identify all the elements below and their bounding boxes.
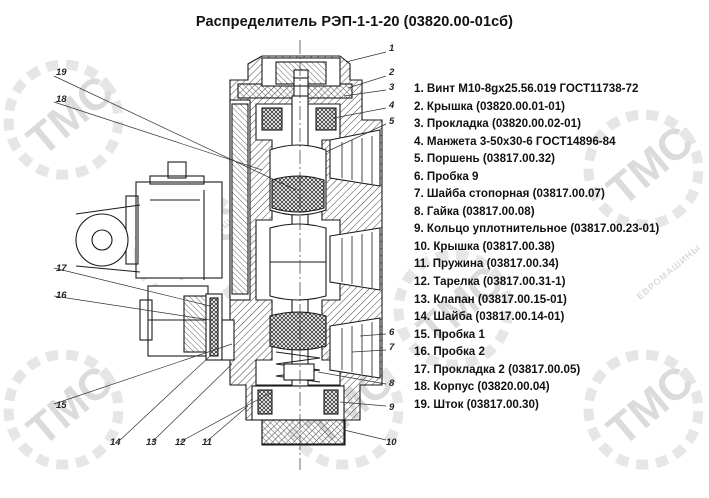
part-item-16: 16. Пробка 2 [414, 345, 485, 359]
callout-14: 14 [110, 437, 121, 448]
part-item-19: 19. Шток (03817.00.30) [414, 397, 539, 411]
callout-4: 4 [388, 100, 395, 111]
callout-16: 16 [56, 290, 67, 301]
part-item-4: 4. Манжета 3-50х30-6 ГОСТ14896-84 [414, 134, 616, 148]
part-item-6: 6. Пробка 9 [414, 169, 479, 183]
part-item-8: 8. Гайка (03817.00.08) [414, 204, 535, 218]
callout-17: 17 [56, 263, 67, 274]
valve-section [205, 55, 383, 446]
callout-18: 18 [56, 94, 67, 105]
callout-5: 5 [389, 116, 395, 127]
part-item-2: 2. Крышка (03820.00.01-01) [414, 99, 566, 113]
leader-lines [53, 51, 387, 443]
part-item-11: 11. Пружина (03817.00.34) [414, 257, 559, 271]
part-item-14: 14. Шайба (03817.00.14-01) [414, 310, 565, 324]
callout-9: 9 [389, 402, 395, 413]
part-item-5: 5. Поршень (03817.00.32) [414, 152, 556, 166]
part-item-9: 9. Кольцо уплотнительное (03817.00.23-01… [414, 222, 660, 236]
callout-8: 8 [389, 378, 395, 389]
callout-12: 12 [175, 437, 186, 448]
callout-7: 7 [389, 342, 395, 353]
callout-6: 6 [389, 327, 395, 338]
callout-2: 2 [388, 67, 395, 78]
page-title: Распределитель РЭП-1-1-20 (03820.00-01сб… [195, 14, 514, 30]
parts-list: 1. Винт М10-8gx25.56.019 ГОСТ11738-72 2.… [414, 80, 659, 413]
callout-13: 13 [146, 437, 157, 448]
part-item-17: 17. Прокладка 2 (03817.00.05) [414, 362, 581, 376]
side-view [75, 161, 223, 357]
callout-1: 1 [389, 43, 394, 54]
part-item-10: 10. Крышка (03817.00.38) [414, 239, 555, 253]
part-item-1: 1. Винт М10-8gx25.56.019 ГОСТ11738-72 [414, 82, 639, 95]
part-item-3: 3. Прокладка (03820.00.02-01) [414, 117, 581, 131]
part-item-7: 7. Шайба стопорная (03817.00.07) [414, 187, 605, 201]
callout-11: 11 [202, 437, 212, 448]
callout-15: 15 [56, 400, 67, 411]
part-item-18: 18. Корпус (03820.00.04) [414, 380, 550, 394]
part-item-13: 13. Клапан (03817.00.15-01) [414, 292, 567, 306]
part-item-15: 15. Пробка 1 [414, 327, 485, 341]
part-item-12: 12. Тарелка (03817.00.31-1) [414, 275, 566, 289]
callout-3: 3 [389, 82, 395, 93]
callout-19: 19 [56, 67, 67, 78]
callout-10: 10 [386, 437, 397, 448]
callout-labels: 1 2 3 4 5 6 7 8 9 10 11 12 13 14 15 16 1… [56, 43, 397, 448]
